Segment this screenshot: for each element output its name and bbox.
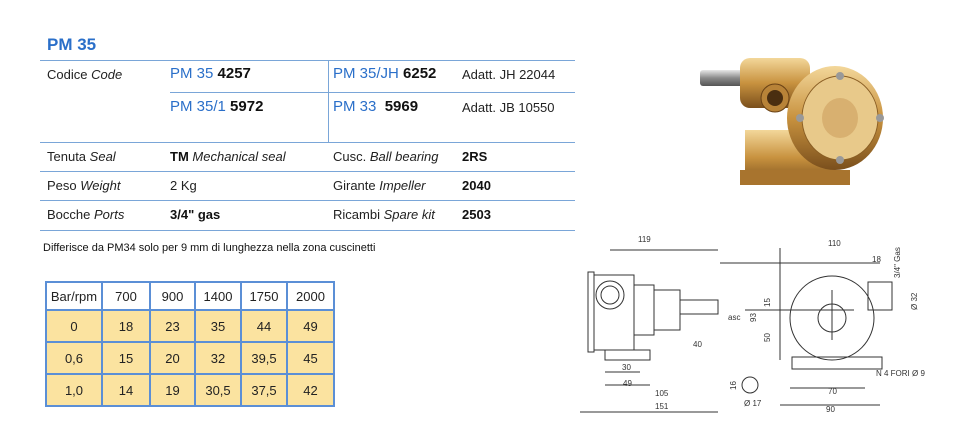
table-cell: 44 bbox=[240, 309, 288, 343]
dim-label: 70 bbox=[828, 387, 837, 396]
table-cell: 37,5 bbox=[240, 373, 288, 407]
spec-value: 2RS bbox=[462, 149, 488, 164]
spec-value: TM Mechanical seal bbox=[170, 149, 286, 164]
code-item: PM 33 5969 bbox=[333, 98, 419, 115]
dim-label: 16 bbox=[729, 381, 738, 390]
dim-label: 90 bbox=[826, 405, 835, 414]
dim-label: 18 bbox=[872, 255, 881, 264]
dim-label: 40 bbox=[693, 340, 702, 349]
spec-label: Girante Impeller bbox=[333, 178, 426, 193]
header-cell: Bar/rpm bbox=[45, 281, 103, 311]
header-cell: 700 bbox=[101, 281, 151, 311]
divider bbox=[40, 60, 575, 61]
table-row: 0 18 23 35 44 49 bbox=[45, 309, 335, 343]
product-title: PM 35 bbox=[47, 35, 97, 54]
side-view bbox=[580, 249, 719, 413]
table-cell: 35 bbox=[194, 309, 242, 343]
table-row: 0,6 15 20 32 39,5 45 bbox=[45, 341, 335, 375]
front-view bbox=[720, 248, 893, 406]
dim-label: 3/4" Gas bbox=[893, 247, 902, 278]
table-cell: 20 bbox=[149, 341, 196, 375]
dim-label: 110 bbox=[828, 239, 841, 248]
spec-label: Tenuta Seal bbox=[47, 149, 116, 164]
spec-label: Bocche Ports bbox=[47, 207, 125, 222]
dim-label: 151 bbox=[655, 402, 669, 411]
adapter-code: Adatt. JH 22044 bbox=[462, 67, 556, 82]
dim-label: 30 bbox=[622, 363, 631, 372]
divider bbox=[40, 142, 575, 143]
table-cell: 39,5 bbox=[240, 341, 288, 375]
divider bbox=[170, 92, 328, 93]
spec-label: Cusc. Ball bearing bbox=[333, 149, 439, 164]
header-cell: 900 bbox=[149, 281, 196, 311]
code-item: PM 35 4257 bbox=[170, 65, 251, 82]
table-cell: 1,0 bbox=[45, 373, 103, 407]
table-cell: 19 bbox=[149, 373, 196, 407]
spec-value: 3/4" gas bbox=[170, 207, 221, 222]
table-cell: 32 bbox=[194, 341, 242, 375]
spec-value: 2040 bbox=[462, 178, 491, 193]
performance-table: Bar/rpm 700 900 1400 1750 2000 0 18 23 3… bbox=[45, 281, 335, 407]
table-cell: 45 bbox=[286, 341, 335, 375]
divider bbox=[40, 200, 575, 201]
dim-label: Ø 17 bbox=[744, 399, 762, 408]
header-cell: 2000 bbox=[286, 281, 335, 311]
table-cell: 0,6 bbox=[45, 341, 103, 375]
divider bbox=[40, 230, 575, 231]
table-cell: 18 bbox=[101, 309, 151, 343]
technical-drawing: 119 110 18 3/4" Gas Ø 32 15 93 asc 50 40… bbox=[580, 235, 925, 414]
dim-label: Ø 32 bbox=[910, 292, 919, 310]
table-cell: 0 bbox=[45, 309, 103, 343]
dim-label: 119 bbox=[638, 235, 651, 244]
dim-label: 49 bbox=[623, 379, 632, 388]
dim-label: 105 bbox=[655, 389, 669, 398]
table-cell: 14 bbox=[101, 373, 151, 407]
divider bbox=[329, 92, 575, 93]
divider bbox=[40, 171, 575, 172]
table-header-row: Bar/rpm 700 900 1400 1750 2000 bbox=[45, 281, 335, 311]
spec-value: 2 Kg bbox=[170, 178, 197, 193]
table-cell: 49 bbox=[286, 309, 335, 343]
note-text: Differisce da PM34 solo per 9 mm di lung… bbox=[43, 242, 376, 254]
spec-value: 2503 bbox=[462, 207, 491, 222]
divider bbox=[328, 60, 329, 142]
code-label: Codice Code bbox=[47, 67, 123, 82]
table-cell: 23 bbox=[149, 309, 196, 343]
table-cell: 42 bbox=[286, 373, 335, 407]
dim-label: 93 bbox=[749, 313, 758, 322]
dim-label: 50 bbox=[763, 333, 772, 342]
pump-photo bbox=[700, 58, 884, 185]
table-row: 1,0 14 19 30,5 37,5 42 bbox=[45, 373, 335, 407]
code-item: PM 35/1 5972 bbox=[170, 98, 264, 115]
header-cell: 1400 bbox=[194, 281, 242, 311]
dim-label: N 4 FORI Ø 9 bbox=[876, 369, 925, 378]
spec-label: Ricambi Spare kit bbox=[333, 207, 435, 222]
dim-label: asc bbox=[728, 313, 740, 322]
dim-label: 15 bbox=[763, 298, 772, 307]
spec-label: Peso Weight bbox=[47, 178, 121, 193]
code-item: PM 35/JH 6252 bbox=[333, 65, 437, 82]
header-cell: 1750 bbox=[240, 281, 288, 311]
table-cell: 15 bbox=[101, 341, 151, 375]
adapter-code: Adatt. JB 10550 bbox=[462, 100, 555, 115]
table-cell: 30,5 bbox=[194, 373, 242, 407]
